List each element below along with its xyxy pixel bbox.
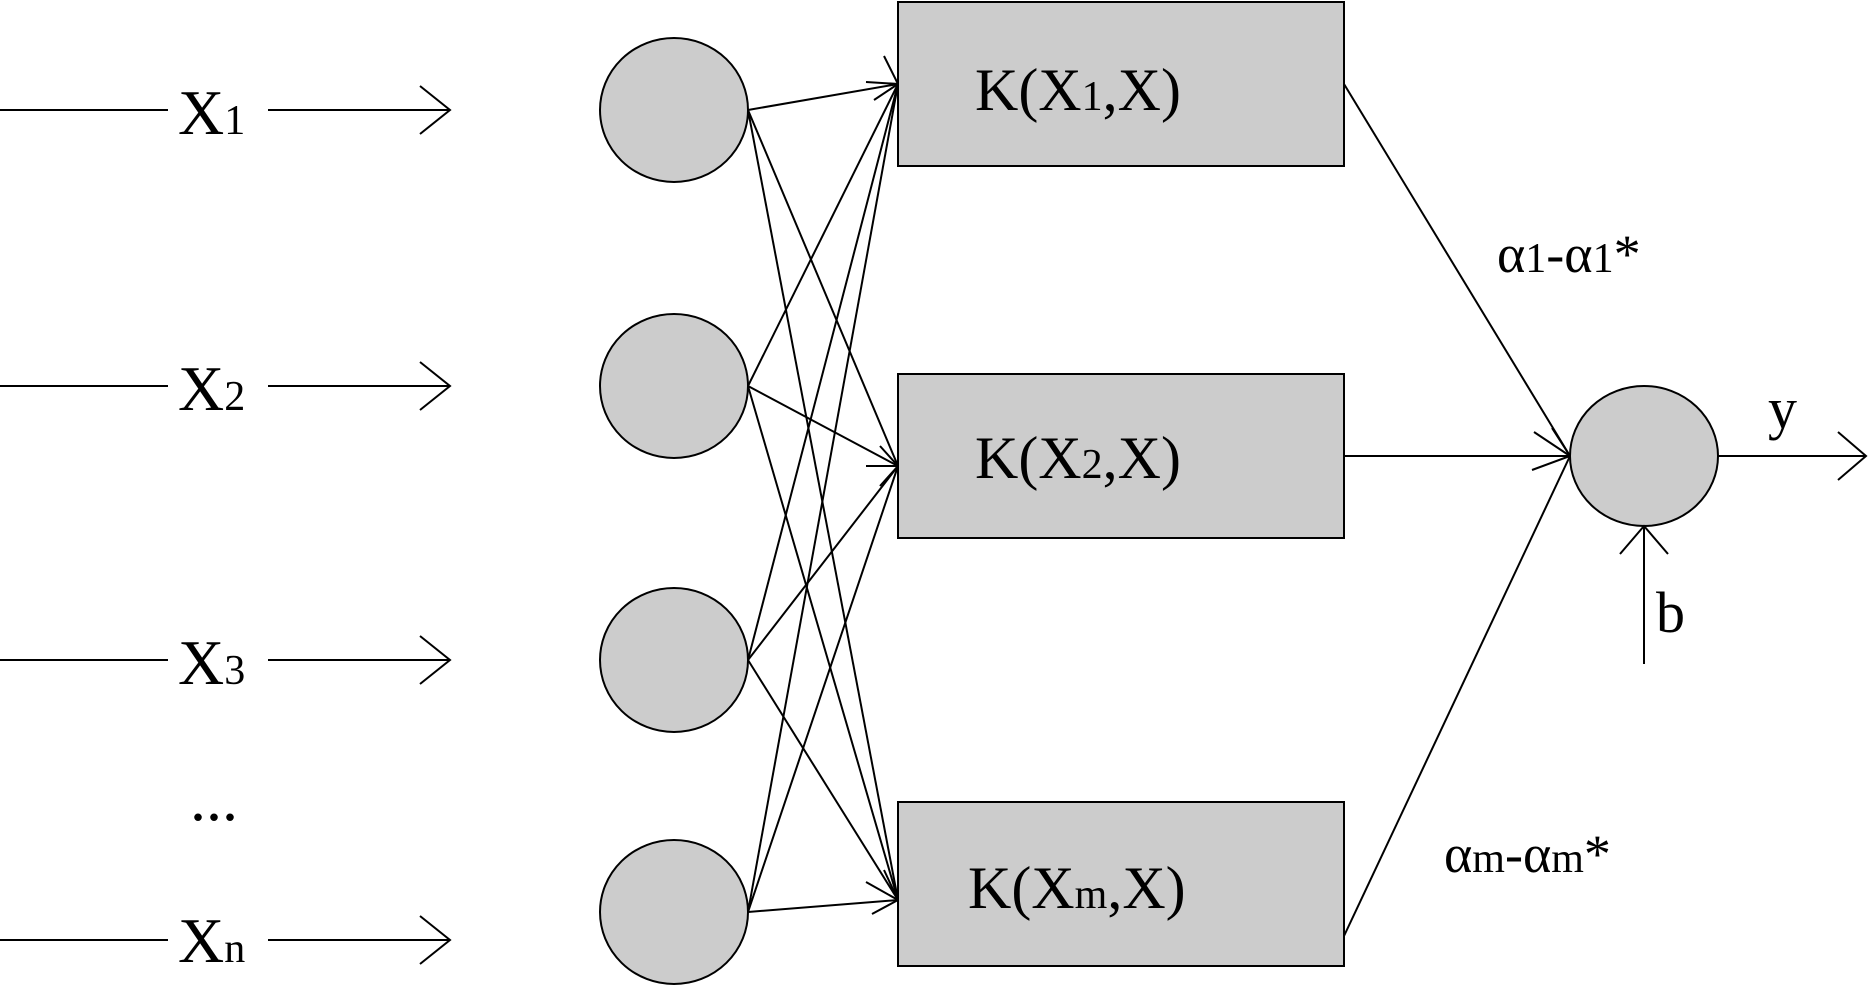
input-node-2 xyxy=(599,313,749,459)
kernel-output-connections xyxy=(1343,83,1581,937)
svg-text:K(X2,X): K(X2,X) xyxy=(975,425,1181,491)
bias-label: b xyxy=(1656,580,1685,645)
weight-label-bottom: αm-αm* xyxy=(1444,824,1611,884)
input-ellipsis: ... xyxy=(190,763,238,834)
kernel-box-2: K(X2,X) xyxy=(897,373,1345,539)
svg-text:Xn: Xn xyxy=(178,905,245,976)
input-label-x2: X2 xyxy=(168,346,268,424)
svg-text:X2: X2 xyxy=(178,353,245,424)
svg-text:K(X1,X): K(X1,X) xyxy=(975,57,1181,123)
svg-text:X1: X1 xyxy=(178,77,245,148)
weight-label-top: α1-α1* xyxy=(1497,224,1641,284)
input-node-3 xyxy=(599,587,749,733)
kernel-box-1: K(X1,X) xyxy=(897,1,1345,167)
output-node xyxy=(1569,385,1719,527)
bias-arrow xyxy=(1619,524,1669,664)
svg-text:K(Xm,X): K(Xm,X) xyxy=(968,855,1186,921)
output-arrow xyxy=(1718,431,1868,481)
input-node-1 xyxy=(599,37,749,183)
svg-text:X3: X3 xyxy=(178,627,245,698)
input-kernel-connections xyxy=(747,55,907,915)
kernel-box-m: K(Xm,X) xyxy=(897,801,1345,967)
input-label-x1: X1 xyxy=(168,70,268,148)
input-node-n xyxy=(599,839,749,985)
input-nodes xyxy=(599,37,749,985)
output-label: y xyxy=(1768,376,1797,441)
input-label-x3: X3 xyxy=(168,620,268,698)
input-label-xn: Xn xyxy=(168,900,268,978)
